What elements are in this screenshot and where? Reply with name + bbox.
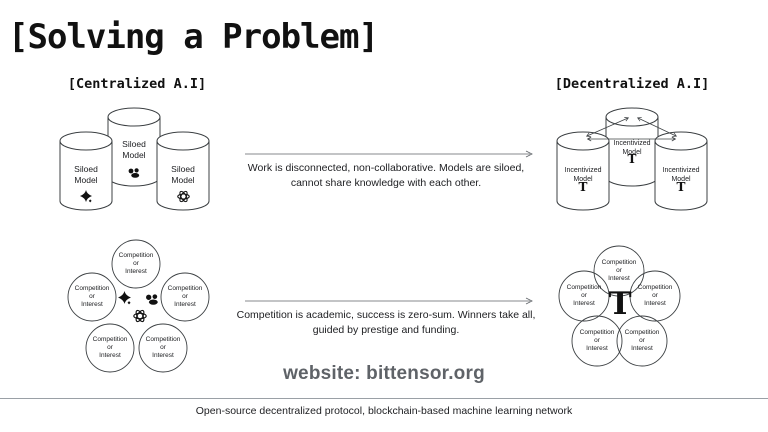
tau-icon: T bbox=[608, 286, 632, 322]
centralized-problem-text: Work is disconnected, non-collaborative.… bbox=[247, 162, 525, 189]
competition-circle-label: Competition or Interest bbox=[92, 336, 128, 359]
competition-circle-label: Competition or Interest bbox=[145, 336, 181, 359]
competition-circle-label: Competition or Interest bbox=[118, 252, 154, 275]
page-title: [Solving a Problem] bbox=[8, 17, 379, 57]
knot-ai-icon bbox=[133, 309, 147, 323]
incentivized-cylinders-diagram bbox=[556, 107, 708, 211]
siloed-model-label: Siloed Model bbox=[122, 139, 146, 161]
incentive-circle-label: Competition or Interest bbox=[637, 284, 673, 307]
competition-circle-label: Competition or Interest bbox=[74, 285, 110, 308]
sparkle-ai-icon bbox=[118, 291, 131, 305]
decentralized-section-label: [Decentralized A.I] bbox=[554, 76, 710, 92]
incentivized-model-label: Incentivized Model bbox=[564, 167, 602, 184]
incentive-circle-label: Competition or Interest bbox=[579, 329, 615, 352]
network-arrows bbox=[585, 117, 678, 142]
incentivized-model-label: Incentivized Model bbox=[662, 167, 700, 184]
blob-ai-icon bbox=[128, 168, 140, 178]
sparkle-ai-icon bbox=[80, 190, 92, 203]
incentive-circle-label: Competition or Interest bbox=[566, 284, 602, 307]
flow-arrow bbox=[245, 297, 533, 305]
siloed-model-label: Siloed Model bbox=[74, 164, 98, 186]
tau-icon: T bbox=[627, 152, 637, 166]
blob-ai-icon bbox=[146, 294, 158, 305]
footer-tagline: Open-source decentralized protocol, bloc… bbox=[195, 405, 573, 417]
incentive-circle-label: Competition or Interest bbox=[601, 259, 637, 282]
competition-circles-diagram bbox=[67, 239, 210, 373]
flow-arrow bbox=[245, 150, 533, 158]
incentivized-model-label: Incentivized Model bbox=[613, 140, 651, 157]
incentive-circles-diagram bbox=[558, 245, 681, 367]
incentive-circle-label: Competition or Interest bbox=[624, 329, 660, 352]
siloed-model-label: Siloed Model bbox=[171, 164, 195, 186]
footer-divider bbox=[0, 398, 768, 399]
tau-icon: T bbox=[676, 180, 686, 194]
centralized-section-label: [Centralized A.I] bbox=[67, 76, 207, 92]
knot-ai-icon bbox=[177, 190, 190, 203]
tau-icon: T bbox=[578, 180, 588, 194]
competition-circle-label: Competition or Interest bbox=[167, 285, 203, 308]
website-url: website: bittensor.org bbox=[283, 363, 485, 384]
competition-problem-text: Competition is academic, success is zero… bbox=[236, 309, 536, 336]
